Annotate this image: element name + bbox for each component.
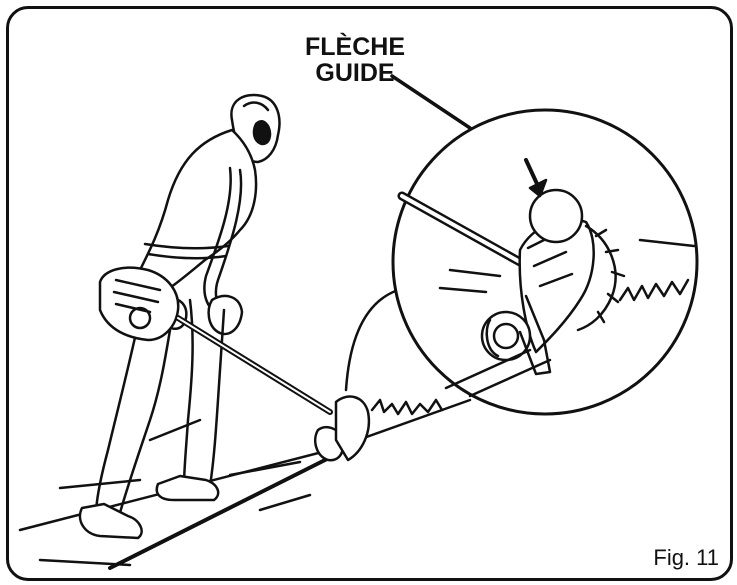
magnified-edger-detail <box>397 158 696 398</box>
guide-arrow-callout: FLÈCHE GUIDE <box>300 34 410 86</box>
edger-tool <box>175 315 444 462</box>
callout-leader <box>390 74 472 130</box>
callout-line-2: GUIDE <box>315 59 395 87</box>
sidewalk-lines <box>18 398 472 570</box>
callout-line-1: FLÈCHE <box>305 33 405 61</box>
arrow-icon <box>524 158 540 188</box>
figure-label: Fig. 11 <box>653 545 719 570</box>
operator-figure <box>78 93 281 540</box>
magnifier-connector <box>344 288 400 392</box>
